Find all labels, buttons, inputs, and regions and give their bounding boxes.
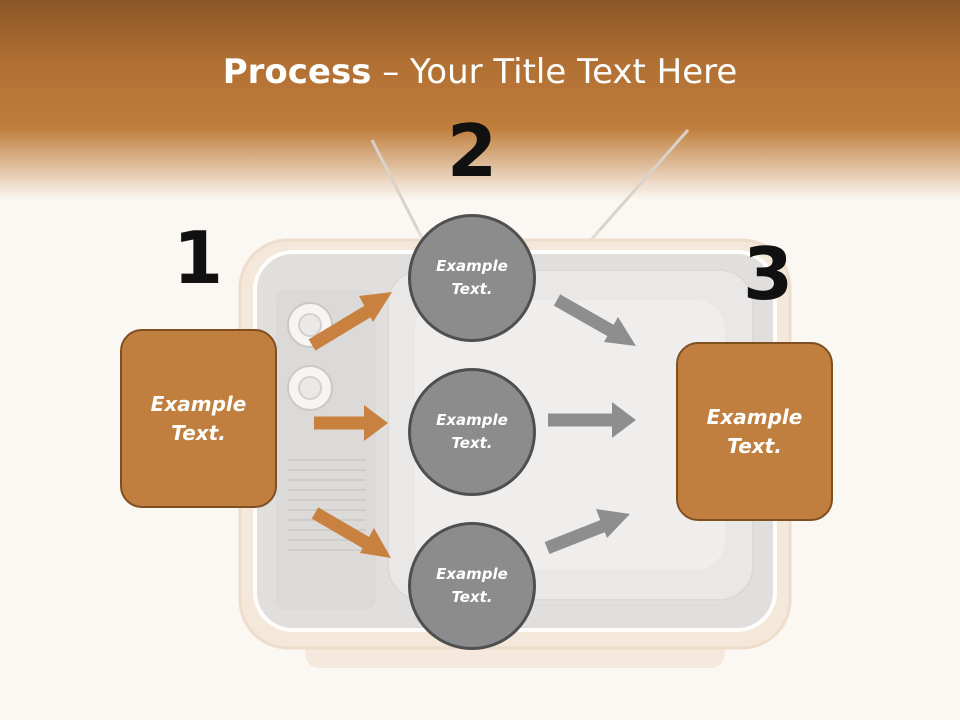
step-2-circle-top: Example Text. [408,214,536,342]
step-3-box: Example Text. [676,342,833,521]
step-number-3: 3 [742,232,794,316]
step-2-circle-bottom-text: Example Text. [436,565,508,606]
step-number-2: 2 [446,109,498,193]
title-rest: – Your Title Text Here [371,52,738,92]
antenna-left [370,139,430,251]
step-number-1: 1 [172,216,224,300]
title-bold: Process [222,52,372,92]
arrow-1-to-2b [314,405,388,441]
arrow-2b-to-3 [548,402,636,438]
arrow-1-to-2c [311,507,391,558]
tv-screen-inner [415,300,725,570]
step-2-circle-middle: Example Text. [408,368,536,496]
header-band [0,0,960,200]
arrow-1-to-2a [308,292,392,351]
step-2-circle-middle-text: Example Text. [436,411,508,452]
antenna-right [580,129,690,251]
step-3-text: Example Text. [706,404,803,458]
step-1-text: Example Text. [150,391,247,445]
step-2-circle-bottom: Example Text. [408,522,536,650]
arrow-2a-to-3 [553,294,636,346]
arrow-2c-to-3 [544,509,630,555]
step-2-circle-top-text: Example Text. [436,257,508,298]
step-1-box: Example Text. [120,329,277,508]
slide-title: Process – Your Title Text Here [0,52,960,92]
